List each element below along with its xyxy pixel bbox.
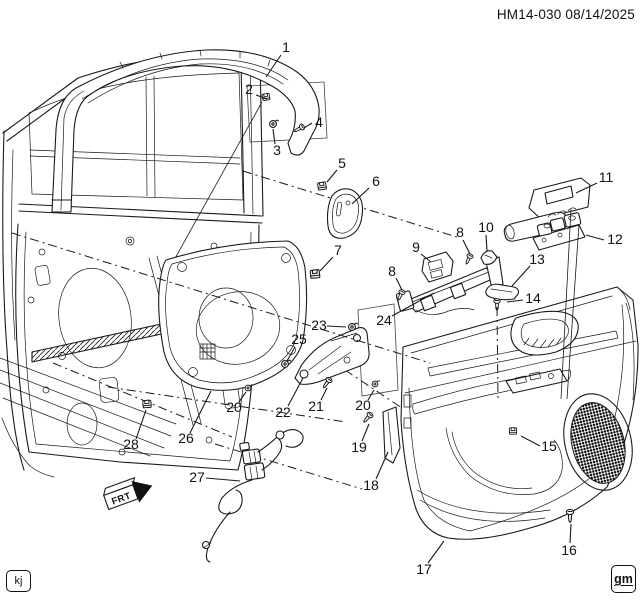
part-7-clip — [309, 269, 321, 279]
callout-leader-15 — [520, 435, 541, 447]
callout-7: 7 — [334, 242, 342, 258]
part-9-switch-bezel — [421, 251, 454, 283]
alignment-lines — [52, 170, 461, 490]
part-19-screw — [360, 410, 375, 425]
callout-14: 14 — [525, 290, 541, 306]
callout-leader-4 — [303, 122, 313, 129]
callout-6: 6 — [372, 173, 380, 189]
alignment-lines-over-panel — [11, 208, 580, 400]
callout-10: 10 — [478, 219, 494, 235]
part-24-handle-carrier — [395, 256, 504, 315]
callout-leader-21 — [320, 387, 328, 401]
callout-25: 25 — [291, 331, 307, 347]
callout-15: 15 — [541, 438, 557, 454]
part-15-clip — [508, 427, 518, 435]
callout-20: 20 — [226, 399, 242, 415]
part-20-grommet-right — [371, 380, 381, 388]
callout-13: 13 — [529, 251, 545, 267]
bracket-projection-plane — [357, 303, 399, 397]
callout-leader-1 — [265, 54, 282, 78]
drawing-code-date: HM14-030 08/14/2025 — [496, 7, 635, 22]
frt-arrowhead — [131, 480, 153, 503]
callout-leader-11 — [575, 182, 598, 194]
callout-leader-5 — [326, 169, 338, 183]
callout-leader-3 — [272, 128, 276, 145]
callout-leader-8 — [395, 277, 403, 291]
part-12-window-switch — [532, 212, 586, 251]
callout-leader-6 — [351, 187, 370, 205]
callout-leader-23 — [326, 325, 347, 328]
callout-26: 26 — [178, 430, 194, 446]
callout-8: 8 — [388, 263, 396, 279]
callout-leader-28 — [135, 409, 147, 440]
callout-19: 19 — [351, 439, 367, 455]
callout-leader-2 — [255, 94, 268, 100]
part-16-screw — [565, 508, 575, 524]
callout-leader-13 — [511, 265, 531, 287]
callout-28: 28 — [123, 436, 139, 452]
callout-27: 27 — [189, 469, 205, 485]
part-8-screw-upper — [462, 252, 475, 266]
callout-20: 20 — [355, 397, 371, 413]
part-6-sail-trim — [326, 188, 364, 239]
part-5-clip — [316, 181, 328, 191]
callout-8: 8 — [456, 224, 464, 240]
callout-leader-8 — [462, 239, 471, 255]
callout-leader-19 — [361, 423, 370, 442]
callout-leader-20 — [238, 391, 247, 403]
callout-leader-17 — [427, 540, 445, 564]
part-11-pull-handle-bracket — [503, 177, 591, 242]
callout-leader-10 — [485, 234, 488, 252]
author-tag: kj — [14, 575, 23, 587]
callout-leader-22 — [287, 377, 304, 407]
part-26-water-deflector — [158, 240, 308, 391]
projection-line-garnish — [172, 101, 263, 263]
part-18-trim-piece — [382, 406, 401, 464]
gm-logo-box: gm — [611, 565, 636, 593]
callout-leader-24 — [391, 292, 435, 317]
callout-22: 22 — [275, 404, 291, 420]
part-2-clip — [261, 92, 271, 102]
part-3-grommet — [269, 119, 279, 128]
callout-5: 5 — [338, 155, 346, 171]
part-22-bracket — [294, 327, 370, 385]
part-13-handle-pad — [485, 283, 520, 301]
callout-9: 9 — [412, 239, 420, 255]
callout-1: 1 — [282, 39, 290, 55]
callout-11: 11 — [599, 169, 614, 185]
part-28-clip — [142, 399, 152, 409]
callout-leader-16 — [569, 523, 572, 544]
callout-leader-20 — [367, 389, 375, 401]
part-27-wiring-harness — [201, 429, 304, 563]
part-1-window-garnish — [51, 49, 320, 213]
callout-3: 3 — [273, 142, 281, 158]
callout-4: 4 — [315, 114, 323, 130]
frt-direction-arrow: FRT — [103, 477, 153, 510]
callout-leader-18 — [375, 451, 389, 480]
callout-17: 17 — [416, 561, 432, 577]
part-10-clip — [480, 250, 498, 265]
gm-logo: gm — [614, 572, 633, 586]
callout-leader-9 — [420, 253, 432, 263]
callout-leader-14 — [506, 299, 524, 303]
callout-leader-25 — [286, 346, 296, 362]
callout-24: 24 — [376, 312, 392, 328]
callout-23: 23 — [311, 317, 327, 333]
callout-leader-7 — [319, 256, 334, 272]
author-tag-box: kj — [6, 570, 31, 592]
callout-2: 2 — [245, 81, 253, 97]
callout-leader-26 — [189, 390, 212, 434]
callout-leader-12 — [585, 234, 605, 241]
callout-18: 18 — [363, 477, 379, 493]
part-17-door-trim-panel — [400, 286, 639, 540]
callout-12: 12 — [607, 231, 623, 247]
callout-16: 16 — [561, 542, 577, 558]
callout-21: 21 — [308, 398, 324, 414]
callout-leader-27 — [205, 477, 241, 482]
